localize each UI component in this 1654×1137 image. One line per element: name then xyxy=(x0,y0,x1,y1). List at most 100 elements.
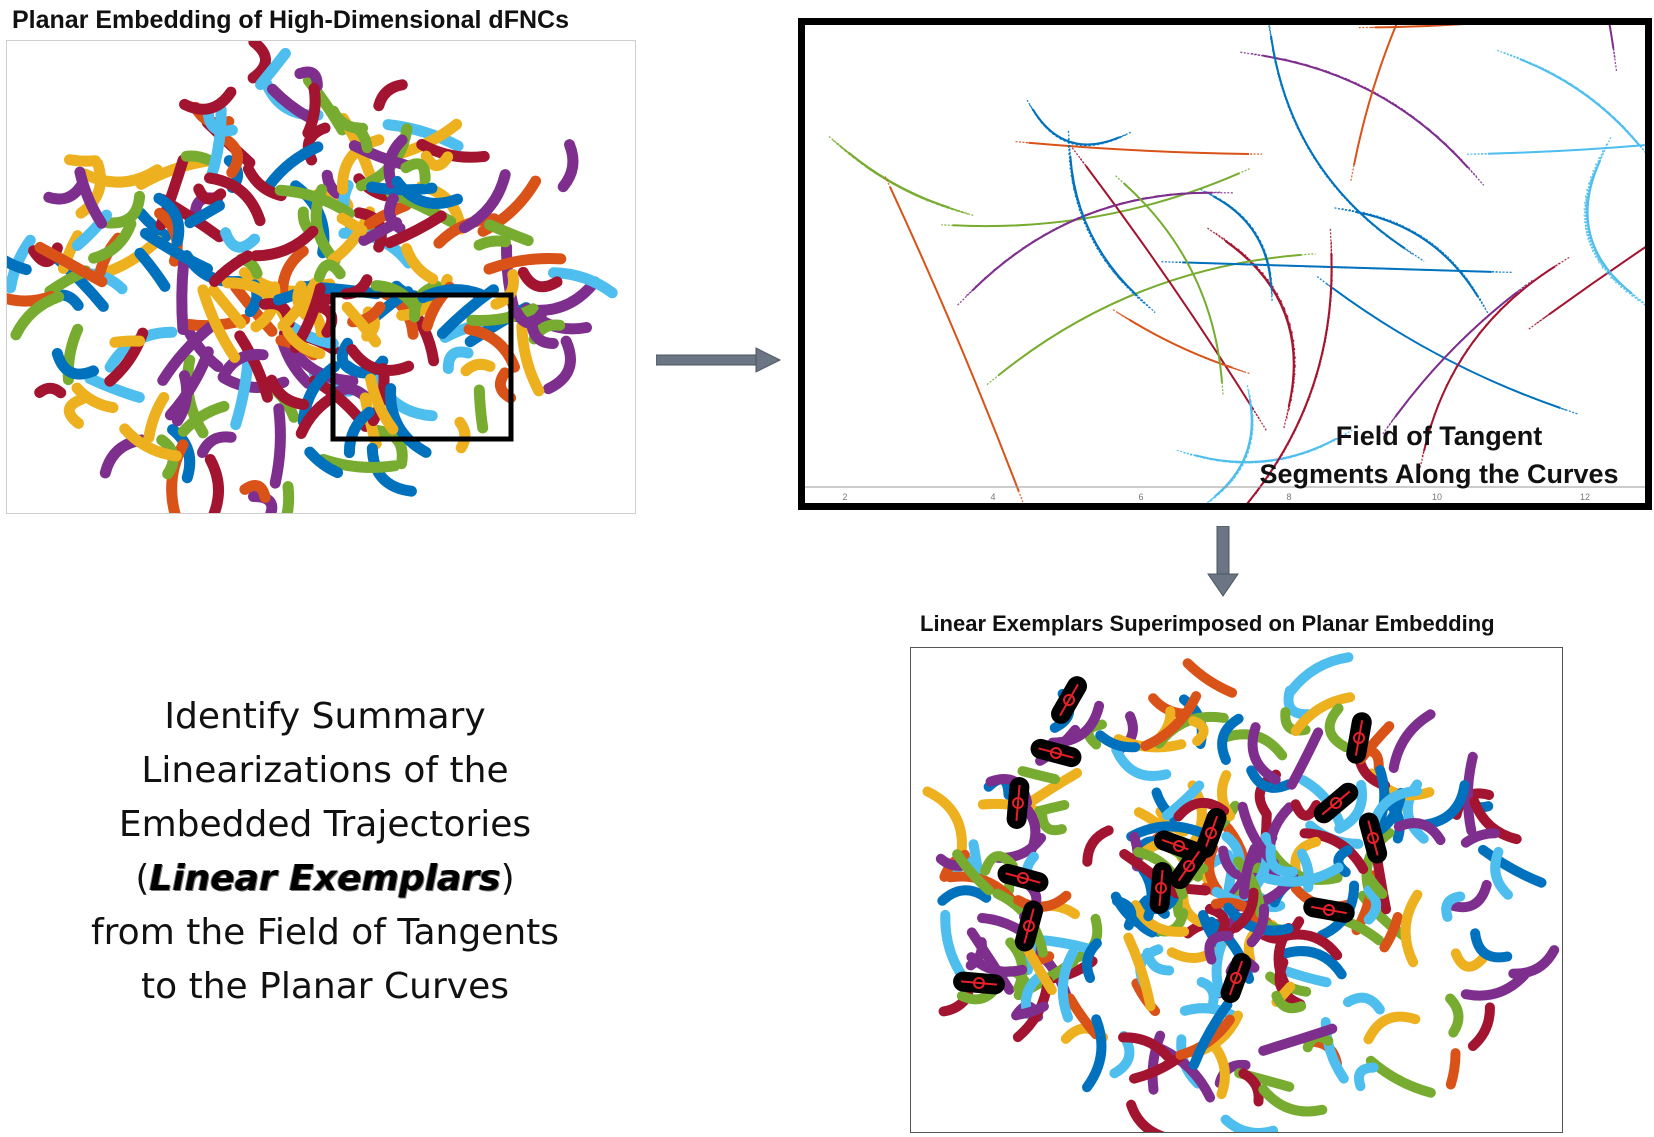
tangent-segment-bundle xyxy=(1382,278,1535,435)
exemplar-panel-trajectory xyxy=(1118,1032,1173,1062)
embedding-trajectory xyxy=(119,423,182,462)
linear-exemplar-marker xyxy=(1346,712,1372,764)
tangent-segment-bundle xyxy=(884,176,1024,503)
embedding-trajectory xyxy=(466,303,539,327)
embedding-trajectory xyxy=(109,335,146,348)
embedding-trajectory xyxy=(43,180,87,205)
embedding-trajectory xyxy=(460,358,496,377)
tangent-segment-bundle xyxy=(1496,49,1645,154)
tangent-segment-bundle xyxy=(1419,256,1570,468)
embedding-trajectory xyxy=(484,219,534,247)
embedding-trajectory xyxy=(71,382,119,414)
exemplar-panel-trajectory xyxy=(1147,1030,1166,1095)
embedding-trajectory xyxy=(88,218,137,264)
embedding-trajectory xyxy=(346,344,415,376)
exemplar-panel-trajectory xyxy=(1271,990,1307,1014)
tangent-segment-bundle xyxy=(1334,207,1490,315)
embedding-trajectory xyxy=(384,210,447,249)
exemplar-panel-trajectory xyxy=(1333,845,1353,878)
tangent-segment-bundle xyxy=(1176,429,1354,464)
exemplar-panel-trajectory xyxy=(1258,1084,1328,1117)
linear-exemplar-marker xyxy=(997,863,1049,893)
exemplar-panel-trajectory xyxy=(1196,977,1219,1008)
exemplar-panel-trajectory xyxy=(1111,896,1137,931)
embedding-trajectory xyxy=(282,326,326,360)
embedding-trajectory xyxy=(157,321,217,386)
exemplar-panel-trajectory xyxy=(1182,658,1238,698)
embedding-trajectory xyxy=(337,134,385,195)
planar-embedding-plot xyxy=(7,41,618,513)
exemplar-panel-trajectory xyxy=(1111,744,1172,781)
embedding-trajectory xyxy=(294,66,323,92)
exemplar-panel-trajectory xyxy=(1469,796,1522,845)
linear-exemplars-panel xyxy=(910,647,1563,1133)
linear-exemplar-marker xyxy=(1169,842,1209,890)
exemplar-panel-trajectory xyxy=(1034,800,1070,817)
tangent-segment-bundle xyxy=(1528,246,1645,330)
exemplar-panel-trajectory xyxy=(1342,992,1385,1015)
exemplar-panel-trajectory xyxy=(952,849,994,896)
embedding-trajectory xyxy=(239,480,271,503)
tangent-segment-bundle xyxy=(1350,25,1398,181)
exemplar-panel-trajectory xyxy=(1189,999,1233,1070)
tangent-segment-bundle xyxy=(957,191,1234,306)
linear-exemplar-marker xyxy=(1006,777,1030,829)
embedding-trajectory xyxy=(297,361,341,428)
exemplar-panel-trajectory xyxy=(1353,1062,1379,1092)
exemplar-panel-trajectory xyxy=(1132,895,1158,938)
exemplar-panel-trajectory xyxy=(1462,751,1478,836)
embedding-trajectory xyxy=(153,192,185,247)
exemplar-panel-trajectory xyxy=(1445,1048,1461,1090)
embedding-trajectory xyxy=(458,169,511,234)
embedding-trajectory xyxy=(176,257,190,335)
exemplar-panel-trajectory xyxy=(1142,947,1175,976)
embedding-trajectory xyxy=(63,393,88,429)
tangent-segment-bundle xyxy=(1070,146,1267,431)
embedding-trajectory xyxy=(266,374,310,410)
exemplar-panel-trajectory xyxy=(1210,1042,1230,1100)
tangent-segment-bundle xyxy=(1583,136,1645,306)
exemplar-panel-trajectory xyxy=(1441,891,1466,922)
tangent-segment-bundle xyxy=(1608,25,1618,71)
exemplars-title: Linear Exemplars Superimposed on Planar … xyxy=(920,611,1495,636)
tangent-segment-bundle xyxy=(1246,228,1333,503)
embedding-trajectory xyxy=(84,373,145,403)
exemplar-panel-trajectory xyxy=(1223,902,1294,936)
tangent-segment-bundle xyxy=(1358,25,1465,29)
exemplar-panel-trajectory xyxy=(1279,929,1343,961)
exemplar-panel-trajectory xyxy=(1238,1068,1264,1107)
exemplar-panel-trajectory xyxy=(1057,947,1078,1023)
exemplar-panel-trajectory xyxy=(1188,716,1209,747)
embedding-trajectory xyxy=(205,103,227,184)
embedding-trajectory xyxy=(267,83,314,123)
embedding-trajectory xyxy=(454,416,471,454)
tangent-segment-bundle xyxy=(1199,188,1273,301)
x-tick-label: 8 xyxy=(1286,492,1291,502)
description-line-4: (Linear Exemplars) xyxy=(20,852,630,906)
embedding-trajectory xyxy=(250,225,319,262)
paren-open: ( xyxy=(135,858,150,899)
embedding-trajectory xyxy=(209,250,254,287)
embedding-trajectory xyxy=(526,318,559,349)
embedding-trajectory xyxy=(370,280,419,310)
embedding-trajectory xyxy=(313,259,346,283)
embedding-trajectory xyxy=(230,355,254,430)
embedding-trajectory xyxy=(548,267,618,299)
description-text: Identify Summary Linearizations of the E… xyxy=(20,690,630,1014)
embedding-trajectory xyxy=(204,172,266,227)
embedding-trajectory xyxy=(184,200,225,229)
exemplar-panel-trajectory xyxy=(1126,1099,1165,1132)
embedding-trajectory xyxy=(385,383,432,458)
exemplar-panel-trajectory xyxy=(1470,928,1513,963)
exemplar-panel-trajectory xyxy=(1239,843,1260,900)
embedding-trajectory xyxy=(557,139,579,193)
x-tick-label: 10 xyxy=(1432,492,1442,502)
linear-exemplars-emphasis: Linear Exemplars xyxy=(149,858,501,899)
tangent-segment-bundle xyxy=(941,168,1250,228)
embedding-trajectory xyxy=(167,424,196,484)
embedding-trajectory xyxy=(277,338,314,389)
linear-exemplar-marker xyxy=(1220,952,1252,1004)
embedding-trajectory xyxy=(204,454,224,513)
embedding-trajectory xyxy=(302,82,321,139)
paren-close: ) xyxy=(500,858,515,899)
